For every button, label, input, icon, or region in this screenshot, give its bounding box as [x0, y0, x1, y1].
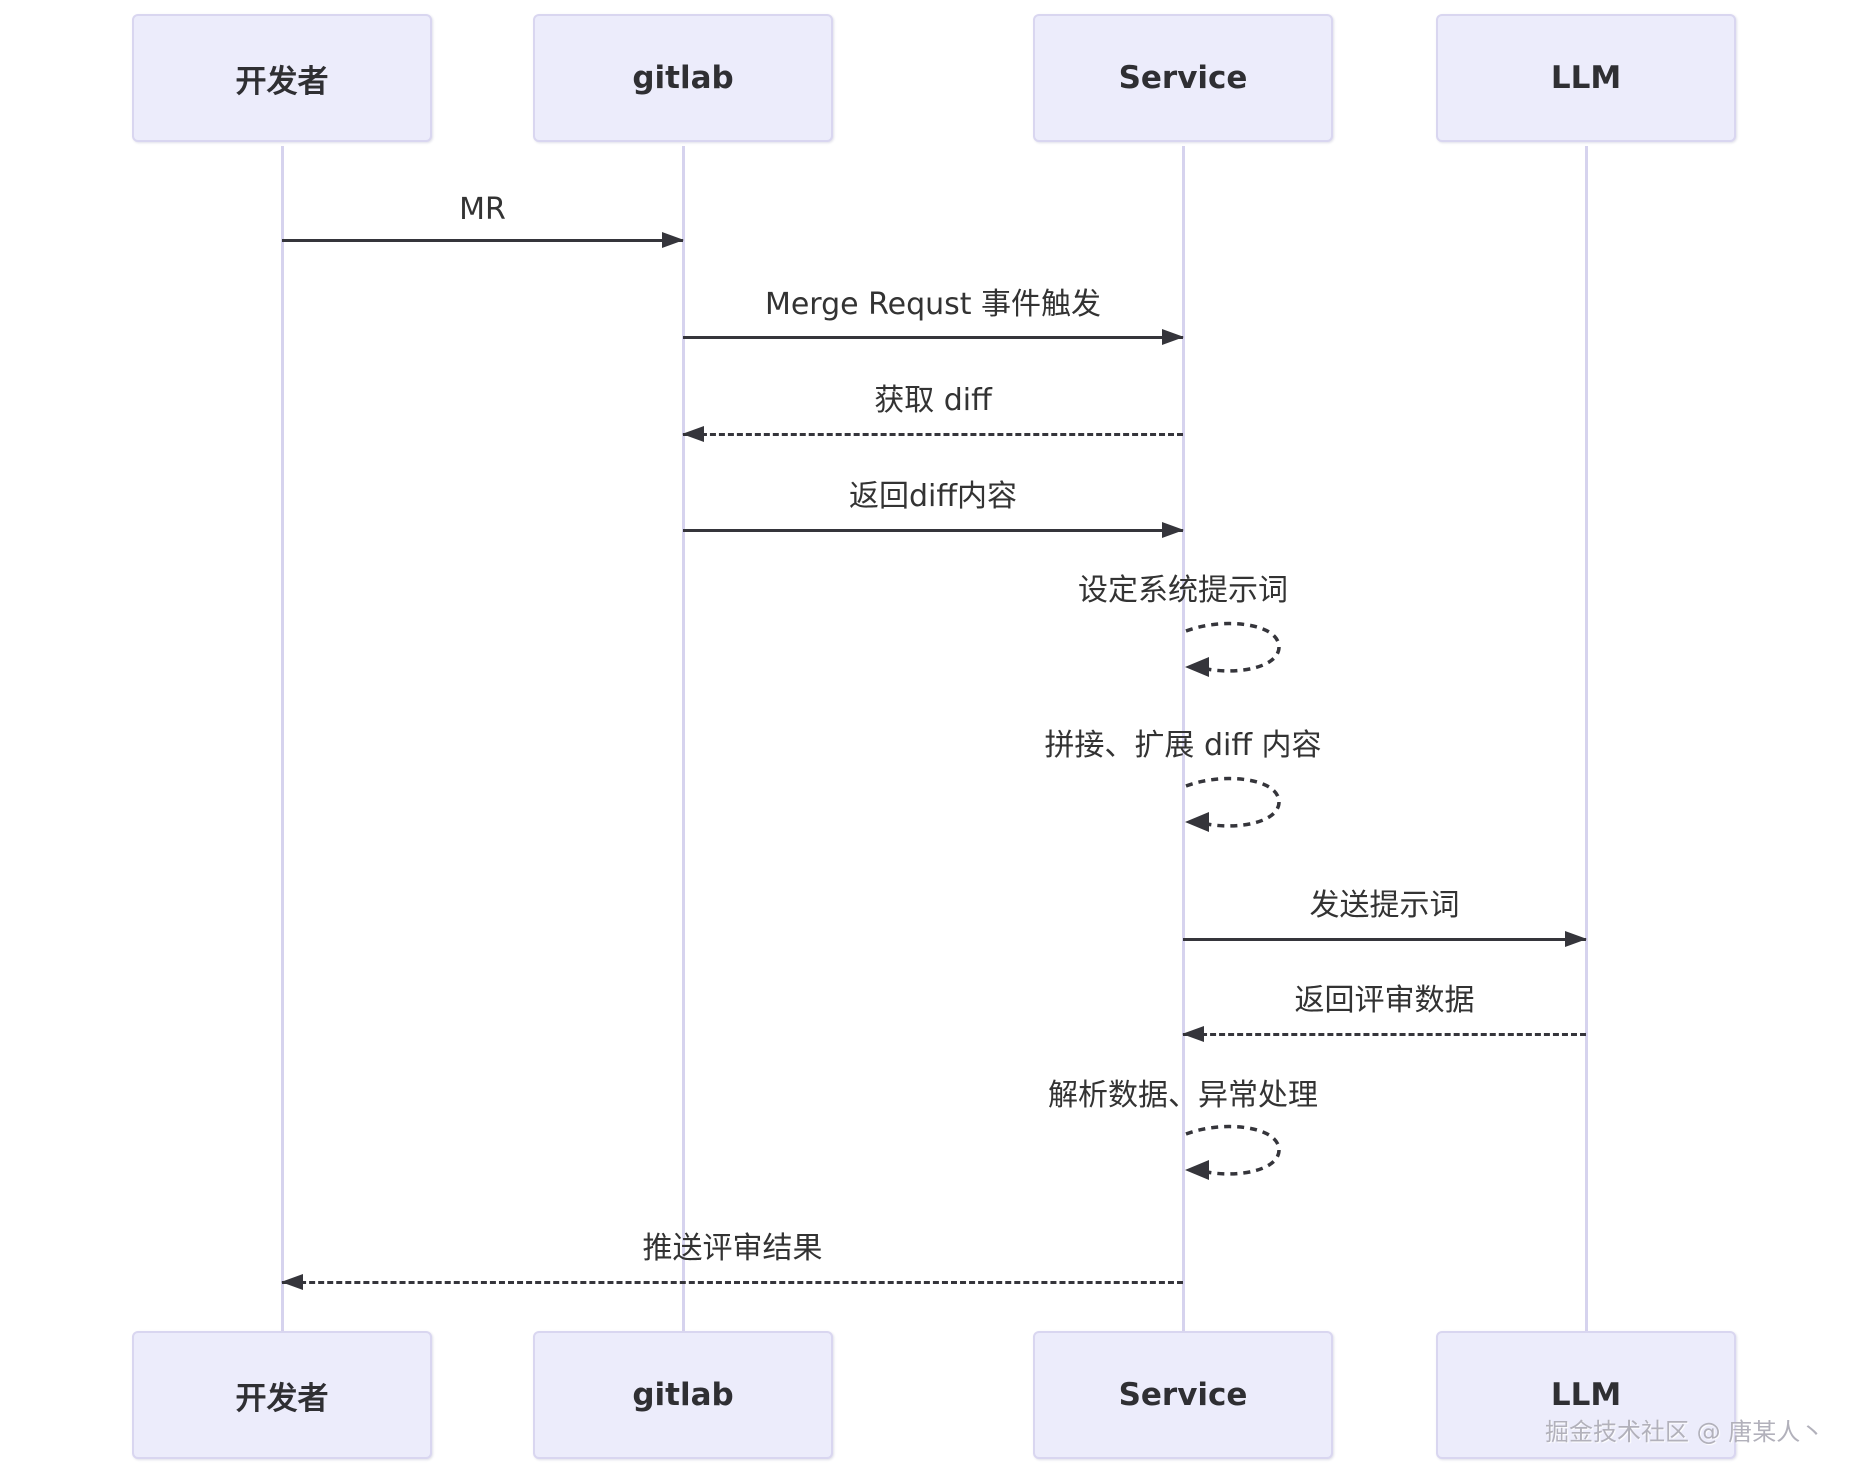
actor-service-label: Service: [1118, 60, 1248, 96]
message-return-review-arrow: [1182, 1026, 1586, 1042]
message-return-diff-label: 返回diff内容: [848, 479, 1018, 514]
message-concat-diff-label: 拼接、扩展 diff 内容: [1044, 728, 1322, 763]
self-loop-arrow-set-prompt: [1185, 621, 1281, 677]
watermark: 掘金技术社区 @ 唐某人丶: [1545, 1418, 1825, 1446]
lifeline-llm: [1585, 146, 1588, 1332]
actor-gitlab-top: gitlab: [533, 14, 833, 142]
message-return-diff-arrow: [683, 522, 1184, 538]
message-mr-label: MR: [459, 192, 506, 227]
actor-llm-top: LLM: [1436, 14, 1736, 142]
actor-developer-top: 开发者: [132, 14, 432, 142]
lifeline-developer: [281, 146, 284, 1332]
actor-llm-label: LLM: [1550, 1377, 1622, 1413]
actor-llm-label: LLM: [1550, 60, 1622, 96]
message-push-result-arrow: [281, 1274, 1183, 1290]
actor-service-bottom: Service: [1033, 1331, 1333, 1459]
actor-developer-label: 开发者: [235, 63, 329, 100]
actor-service-top: Service: [1033, 14, 1333, 142]
actor-developer-bottom: 开发者: [132, 1331, 432, 1459]
message-mr-event-arrow: [683, 329, 1184, 345]
message-return-review-label: 返回评审数据: [1294, 983, 1475, 1018]
self-loop-arrow-parse-data: [1185, 1124, 1281, 1180]
message-get-diff-arrow: [682, 426, 1183, 442]
actor-gitlab-label: gitlab: [632, 1377, 734, 1413]
message-send-prompt-label: 发送提示词: [1309, 888, 1460, 923]
actor-developer-label: 开发者: [235, 1380, 329, 1417]
lifeline-service: [1182, 146, 1185, 1332]
actor-service-label: Service: [1118, 1377, 1248, 1413]
self-loop-arrow-concat-diff: [1185, 776, 1281, 832]
message-parse-data-label: 解析数据、异常处理: [1048, 1078, 1318, 1113]
message-get-diff-label: 获取 diff: [874, 383, 992, 418]
message-push-result-label: 推送评审结果: [642, 1231, 823, 1266]
message-set-prompt-label: 设定系统提示词: [1078, 573, 1288, 608]
actor-gitlab-bottom: gitlab: [533, 1331, 833, 1459]
actor-llm-bottom: LLM: [1436, 1331, 1736, 1459]
message-mr-arrow: [282, 232, 684, 248]
lifeline-gitlab: [682, 146, 685, 1332]
actor-gitlab-label: gitlab: [632, 60, 734, 96]
message-send-prompt-arrow: [1183, 931, 1587, 947]
message-mr-event-label: Merge Requst 事件触发: [764, 287, 1102, 322]
